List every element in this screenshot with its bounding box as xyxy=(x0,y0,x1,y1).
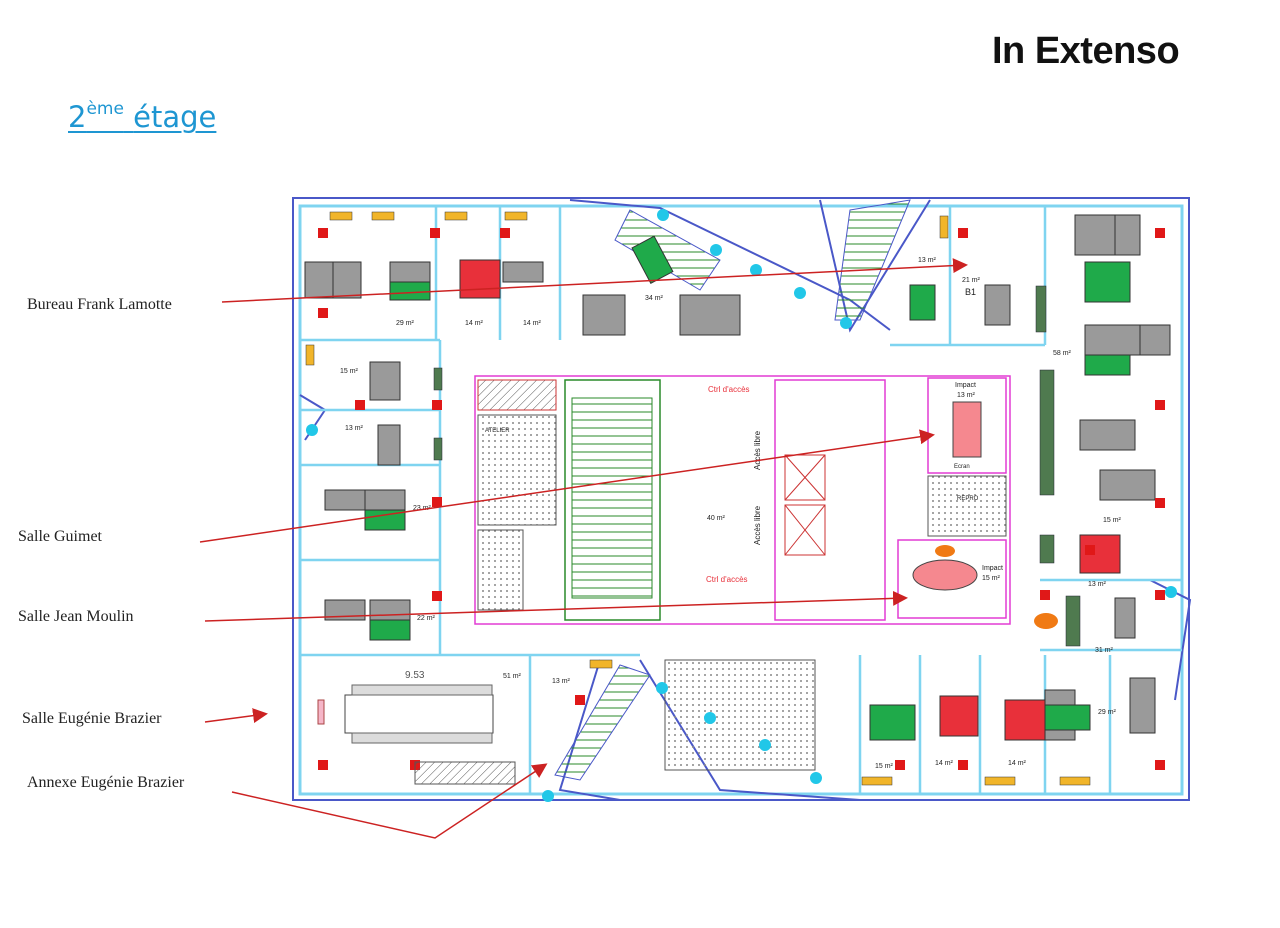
core-block xyxy=(474,375,1011,625)
columns xyxy=(318,228,1165,770)
arrow-salle-guimet xyxy=(199,429,935,543)
room-label: REPRO xyxy=(957,496,979,502)
cabinets xyxy=(433,285,1081,647)
room-label: 14 m² xyxy=(1008,760,1027,767)
room-label: Ctrl d'accès xyxy=(706,575,748,584)
floor-word: étage xyxy=(133,100,217,134)
room-label: 13 m² xyxy=(552,678,571,685)
room-label: Accès libre xyxy=(753,505,762,545)
room-label: ATELIER xyxy=(485,428,510,434)
room-label: 23 m² xyxy=(413,505,432,512)
room-label: B1 xyxy=(965,287,976,297)
room-label: 31 m² xyxy=(1095,647,1114,654)
room-label: 34 m² xyxy=(645,295,664,302)
storage-strips xyxy=(305,211,1091,786)
callout-salle-jean-moulin: Salle Jean Moulin xyxy=(18,608,134,625)
room-label: 22 m² xyxy=(417,615,436,622)
floor-suffix: ème xyxy=(86,99,124,120)
room-label: Ecran xyxy=(954,464,970,470)
wall-nodes xyxy=(306,209,1177,802)
company-logo: In Extenso xyxy=(992,30,1180,72)
room-label: 58 m² xyxy=(1053,350,1072,357)
callout-bureau-frank-lamotte: Bureau Frank Lamotte xyxy=(27,296,172,313)
room-label: Ctrl d'accès xyxy=(708,385,750,394)
room-label: 15 m² xyxy=(1103,517,1122,524)
callout-annexe-eugenie-brazier: Annexe Eugénie Brazier xyxy=(27,774,185,791)
arrow-bureau-frank-lamotte xyxy=(221,258,968,303)
room-label: 14 m² xyxy=(935,760,954,767)
room-label: 29 m² xyxy=(1098,709,1117,716)
floor-number: 2 xyxy=(68,100,87,134)
arrow-salle-eugenie-brazier xyxy=(204,708,268,724)
room-label: 13 m² xyxy=(1088,581,1107,588)
desk-blocks xyxy=(304,214,1171,741)
room-label: 15 m² xyxy=(340,368,359,375)
red-desks xyxy=(459,259,1121,741)
room-label: 14 m² xyxy=(523,320,542,327)
room-label: 15 m² xyxy=(875,763,894,770)
room-label: 13 m² xyxy=(918,257,937,264)
room-label: 29 m² xyxy=(396,320,415,327)
room-label: 13 m² xyxy=(957,392,976,399)
floor-title: 2ème étage xyxy=(68,99,217,134)
green-desks xyxy=(364,235,1131,741)
room-label: 21 m² xyxy=(962,277,981,284)
callout-salle-guimet: Salle Guimet xyxy=(18,528,102,545)
room-label: Impact xyxy=(982,565,1003,572)
room-label: 40 m² xyxy=(707,515,726,522)
room-label: 15 m² xyxy=(982,575,1001,582)
conference-table xyxy=(317,684,516,785)
arrow-salle-jean-moulin xyxy=(204,590,908,622)
room-label: 13 m² xyxy=(345,425,364,432)
room-label: 14 m² xyxy=(465,320,484,327)
callout-salle-eugenie-brazier: Salle Eugénie Brazier xyxy=(22,710,162,727)
arrow-annexe-eugenie-brazier xyxy=(231,763,548,839)
room-label: Impact xyxy=(955,382,976,389)
room-label: Accès libre xyxy=(753,430,762,470)
room-label: 51 m² xyxy=(503,673,522,680)
room-label: 9.53 xyxy=(405,670,425,681)
outer-walls xyxy=(292,197,1192,801)
stair-shafts xyxy=(554,199,911,781)
orange-objects xyxy=(935,545,1058,629)
